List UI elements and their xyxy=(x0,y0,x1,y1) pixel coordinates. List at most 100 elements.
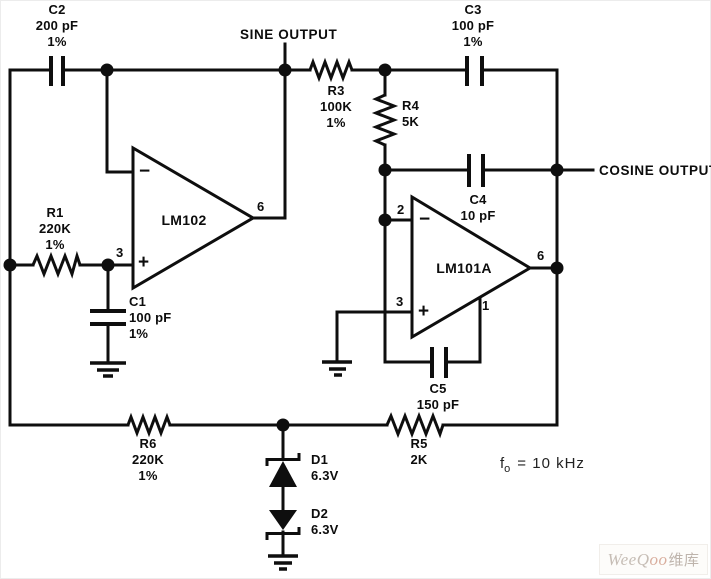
component-value: 150 pF xyxy=(416,397,460,412)
wire-c5-pin1 xyxy=(447,296,482,364)
capacitor-c2 xyxy=(49,56,65,86)
component-ref: R3 xyxy=(327,83,345,98)
r4-label: R4 5K xyxy=(402,98,419,130)
watermark-text-accent: oo xyxy=(649,549,668,569)
capacitor-c3 xyxy=(465,56,484,86)
r1-label: R1 220K 1% xyxy=(13,205,97,253)
component-ref: C2 xyxy=(48,2,66,17)
component-tolerance: 1% xyxy=(45,237,65,252)
junction-dot xyxy=(3,258,17,272)
wire-left-loop xyxy=(8,68,130,427)
resistor-r3 xyxy=(308,57,354,83)
d1-label: D1 6.3V xyxy=(311,452,339,484)
junction-dot xyxy=(550,261,564,275)
watermark-text-cjk: 维库 xyxy=(668,553,700,569)
component-value: 100K xyxy=(320,99,352,114)
component-tolerance: 1% xyxy=(326,115,346,130)
component-tolerance: 1% xyxy=(463,34,483,49)
r6-label: R6 220K 1% xyxy=(106,436,190,484)
ground-c1 xyxy=(90,361,126,378)
lm101a-pin3-label: 3 xyxy=(396,294,404,309)
junction-dot xyxy=(378,163,392,177)
zener-d2-cathode-bar xyxy=(265,527,301,540)
component-ref: R4 xyxy=(402,98,420,113)
lm101a-inverting-sign: − xyxy=(419,209,431,230)
ground-lm101a-pin3 xyxy=(322,360,352,377)
component-value: 100 pF xyxy=(129,310,172,325)
zener-d1-cathode-bar xyxy=(265,453,301,466)
frequency-value: = 10 kHz xyxy=(517,455,585,472)
component-tolerance: 1% xyxy=(138,468,158,483)
cosine-output-label: COSINE OUTPUT xyxy=(599,163,711,178)
lm102-noninverting-sign: + xyxy=(138,252,150,273)
r5-label: R5 2K xyxy=(377,436,461,468)
capacitor-c1 xyxy=(90,309,126,326)
opamp-lm102-name: LM102 xyxy=(161,212,207,228)
c2-label: C2 200 pF 1% xyxy=(15,2,99,50)
resistors xyxy=(31,57,445,439)
component-value: 6.3V xyxy=(311,522,339,537)
d2-label: D2 6.3V xyxy=(311,506,339,538)
resistor-r4 xyxy=(371,93,399,147)
wire-sine-feedback xyxy=(251,42,287,220)
sine-output-label: SINE OUTPUT xyxy=(240,27,338,42)
component-tolerance: 1% xyxy=(129,326,149,341)
component-ref: R5 xyxy=(410,436,428,451)
resistor-r1 xyxy=(31,250,82,279)
junction-dot xyxy=(550,163,564,177)
wire-lm102-inverting xyxy=(105,68,135,174)
junction-dot xyxy=(378,213,392,227)
frequency-subscript: o xyxy=(504,463,511,475)
lm101a-pin1-label: 1 xyxy=(482,298,490,313)
watermark-text: WeeQ xyxy=(607,549,650,569)
zener-d1-triangle xyxy=(269,461,297,487)
component-ref: R6 xyxy=(139,436,157,451)
component-value: 2K xyxy=(410,452,428,467)
wire-lm101a-pin3 xyxy=(335,310,414,363)
c4-label: C4 10 pF xyxy=(436,192,520,224)
resistor-r5 xyxy=(385,411,445,439)
component-tolerance: 1% xyxy=(47,34,67,49)
component-value: 200 pF xyxy=(35,18,79,33)
frequency-label: fo= 10 kHz xyxy=(500,455,585,475)
lm101a-pin6-label: 6 xyxy=(537,248,545,263)
opamp-lm102-triangle xyxy=(131,145,256,291)
component-ref: D2 xyxy=(311,506,329,521)
component-ref: C5 xyxy=(429,381,447,396)
component-value: 220K xyxy=(132,452,164,467)
component-value: 100 pF xyxy=(451,18,495,33)
junction-dot xyxy=(378,63,392,77)
component-ref: C1 xyxy=(129,294,147,309)
lm102-inverting-sign: − xyxy=(139,161,151,182)
opamp-symbols xyxy=(131,145,533,340)
component-value: 5K xyxy=(402,114,420,129)
capacitor-c5 xyxy=(430,347,448,378)
junction-dot xyxy=(100,63,114,77)
c3-label: C3 100 pF 1% xyxy=(431,2,515,50)
junction-dots xyxy=(3,63,564,432)
lm102-pin3-label: 3 xyxy=(116,245,124,260)
zener-d2-triangle xyxy=(269,510,297,530)
component-value: 220K xyxy=(39,221,71,236)
c1-label: C1 100 pF 1% xyxy=(129,294,171,342)
lm101a-pin2-label: 2 xyxy=(397,202,405,217)
junction-dot xyxy=(276,418,290,432)
ground-d2 xyxy=(268,554,298,571)
wire-right-border xyxy=(482,68,559,427)
opamp-lm101a-name: LM101A xyxy=(436,260,492,276)
component-ref: C4 xyxy=(469,192,487,207)
lm101a-noninverting-sign: + xyxy=(418,301,430,322)
junction-dot xyxy=(101,258,115,272)
component-value: 10 pF xyxy=(460,208,496,223)
capacitor-c4 xyxy=(467,154,485,187)
junction-dot xyxy=(278,63,292,77)
lm102-pin6-label: 6 xyxy=(257,199,265,214)
component-value: 6.3V xyxy=(311,468,339,483)
opamp-lm101a-triangle xyxy=(410,194,533,340)
c5-label: C5 150 pF xyxy=(396,381,480,413)
component-ref: C3 xyxy=(464,2,482,17)
capacitors xyxy=(49,56,485,378)
grounds xyxy=(90,360,352,571)
